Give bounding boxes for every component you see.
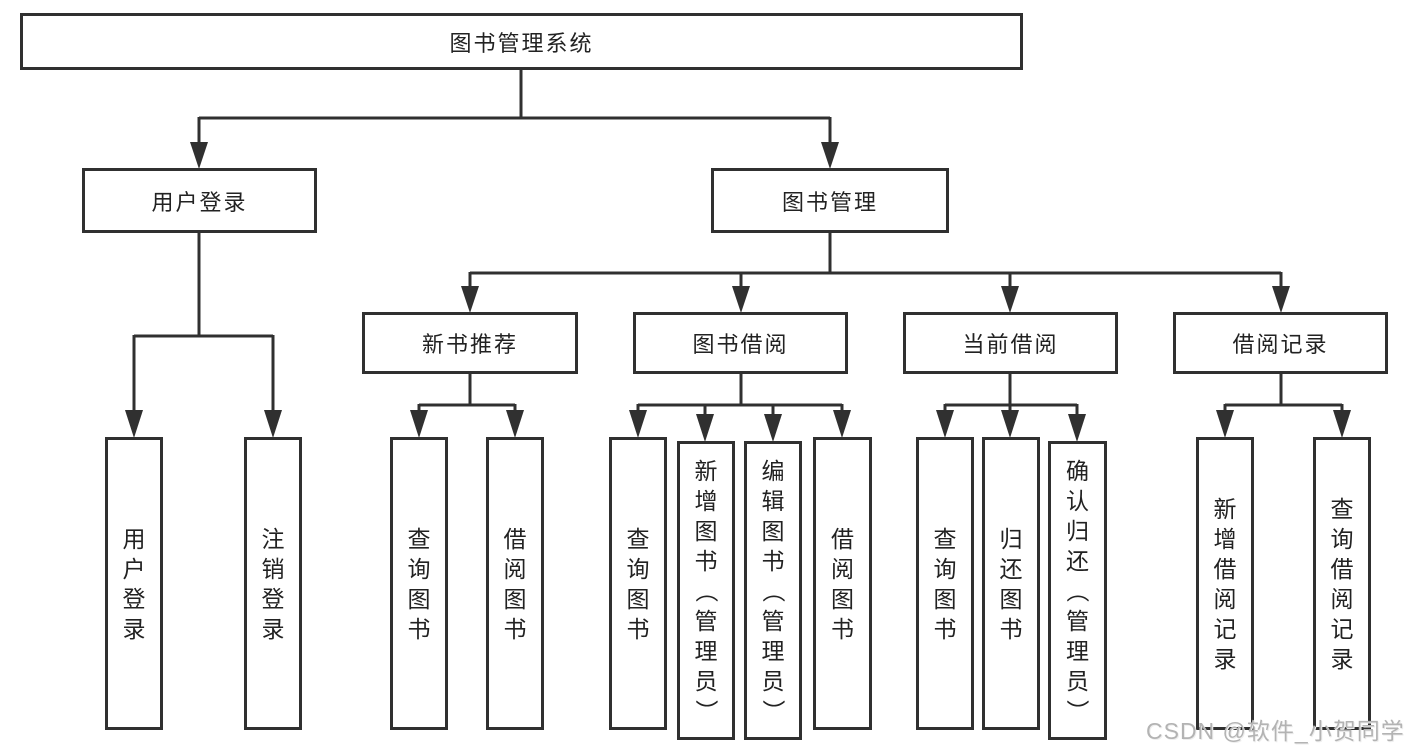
leaf-recommend-query-book: 查询图书 <box>390 437 448 730</box>
leaf-borrow-query-book: 查询图书 <box>609 437 667 730</box>
node-book-management: 图书管理 <box>711 168 949 233</box>
node-root-library-system: 图书管理系统 <box>20 13 1023 70</box>
node-book-borrow: 图书借阅 <box>633 312 848 374</box>
leaf-current-confirm-return-admin: 确认归还（管理员） <box>1048 441 1107 740</box>
leaf-borrow-add-book-admin: 新增图书（管理员） <box>677 441 735 740</box>
leaf-record-query-record: 查询借阅记录 <box>1313 437 1371 730</box>
leaf-record-add-record: 新增借阅记录 <box>1196 437 1254 730</box>
leaf-borrow-edit-book-admin: 编辑图书（管理员） <box>744 441 802 740</box>
node-new-book-recommend: 新书推荐 <box>362 312 578 374</box>
csdn-watermark: CSDN @软件_小贺同学 <box>1146 718 1405 744</box>
leaf-current-query-book: 查询图书 <box>916 437 974 730</box>
leaf-borrow-borrow-book: 借阅图书 <box>813 437 872 730</box>
leaf-recommend-borrow-book: 借阅图书 <box>486 437 544 730</box>
node-borrow-record: 借阅记录 <box>1173 312 1388 374</box>
node-user-login: 用户登录 <box>82 168 317 233</box>
arrowheads <box>125 142 1351 442</box>
node-current-borrow: 当前借阅 <box>903 312 1118 374</box>
leaf-current-return-book: 归还图书 <box>982 437 1040 730</box>
leaf-logout: 注销登录 <box>244 437 302 730</box>
leaf-user-login: 用户登录 <box>105 437 163 730</box>
